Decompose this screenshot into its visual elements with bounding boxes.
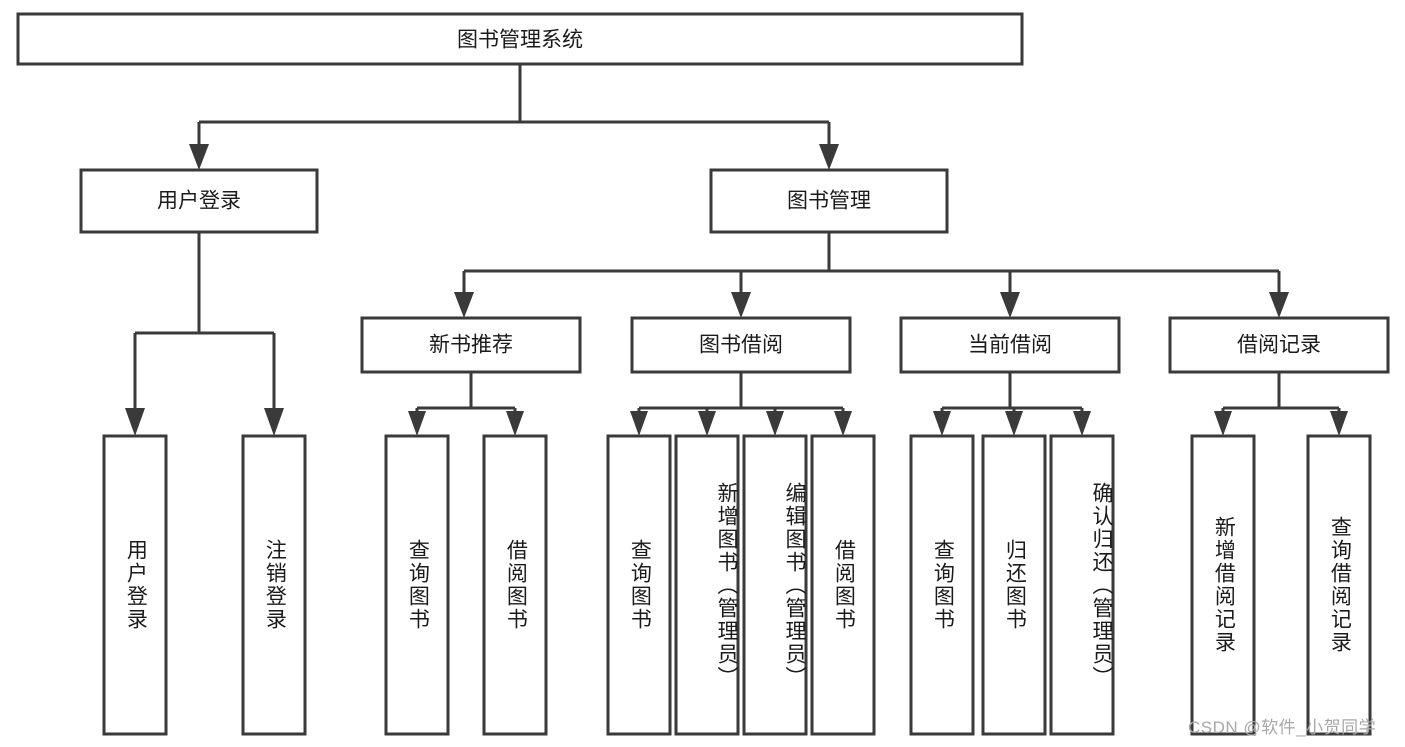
arrow-cb-leaf-1 xyxy=(933,411,951,436)
node-current-borrow-box[interactable] xyxy=(899,316,1121,374)
edge-group-new-book-recommend xyxy=(408,372,524,436)
node-book-management-box[interactable] xyxy=(709,168,949,234)
leaf-boxes xyxy=(102,434,1372,736)
leaf-box-query-book-recommend[interactable] xyxy=(384,434,450,736)
leaf-box-add-borrow-record[interactable] xyxy=(1190,434,1256,736)
edge-group-book-borrow xyxy=(630,372,852,436)
leaf-box-borrow-book-recommend[interactable] xyxy=(482,434,548,736)
arrow-cb-leaf-2 xyxy=(1005,411,1023,436)
leaf-box-add-book-admin[interactable] xyxy=(674,434,740,736)
node-current-borrow-label: 当前借阅 xyxy=(968,334,1052,357)
node-borrow-record-label: 借阅记录 xyxy=(1237,334,1321,357)
arrow-nbr-leaf-2 xyxy=(506,411,524,436)
arrow-bb-leaf-1 xyxy=(630,411,648,436)
leaf-box-confirm-return-admin[interactable] xyxy=(1049,434,1115,736)
leaf-box-logout[interactable] xyxy=(241,434,307,736)
node-user-login[interactable]: 用户登录 xyxy=(79,168,319,234)
leaf-box-user-login[interactable] xyxy=(102,434,168,736)
node-new-book-recommend-label: 新书推荐 xyxy=(429,334,513,357)
node-root[interactable]: 图书管理系统 xyxy=(16,12,1024,66)
edge-group-user-login xyxy=(125,232,284,436)
node-book-management-label: 图书管理 xyxy=(787,190,871,213)
node-user-login-label: 用户登录 xyxy=(157,190,241,213)
node-current-borrow[interactable]: 当前借阅 xyxy=(899,316,1121,374)
edge-group-current-borrow xyxy=(933,372,1091,436)
node-borrow-record[interactable]: 借阅记录 xyxy=(1168,316,1390,374)
node-book-borrow[interactable]: 图书借阅 xyxy=(630,316,852,374)
node-borrow-record-box[interactable] xyxy=(1168,316,1390,374)
arrow-bb-leaf-2 xyxy=(698,411,716,436)
leaf-box-edit-book-admin[interactable] xyxy=(742,434,808,736)
edge-group-book-management xyxy=(454,232,1289,318)
node-new-book-recommend[interactable]: 新书推荐 xyxy=(360,316,582,374)
arrow-bm-to-book-borrow xyxy=(731,292,751,318)
arrow-cb-leaf-3 xyxy=(1073,411,1091,436)
arrow-bm-to-borrow-record xyxy=(1269,292,1289,318)
node-book-management[interactable]: 图书管理 xyxy=(709,168,949,234)
arrow-bb-leaf-4 xyxy=(834,411,852,436)
arrow-br-leaf-2 xyxy=(1330,411,1348,436)
node-new-book-recommend-box[interactable] xyxy=(360,316,582,374)
leaf-box-return-book[interactable] xyxy=(981,434,1047,736)
csdn-watermark: CSDN @软件_小贺同学 xyxy=(1188,718,1377,737)
node-user-login-box[interactable] xyxy=(79,168,319,234)
arrow-user-login-leaf-2 xyxy=(264,408,284,436)
node-book-borrow-label: 图书借阅 xyxy=(699,334,783,357)
arrow-bb-leaf-3 xyxy=(766,411,784,436)
node-root-box[interactable] xyxy=(16,12,1024,66)
node-book-borrow-box[interactable] xyxy=(630,316,852,374)
node-root-label: 图书管理系统 xyxy=(457,29,583,52)
arrow-user-login-leaf-1 xyxy=(125,408,145,436)
arrow-br-leaf-1 xyxy=(1214,411,1232,436)
edge-group-borrow-record xyxy=(1214,372,1348,436)
leaf-box-query-borrow-record[interactable] xyxy=(1306,434,1372,736)
arrow-root-to-user-login xyxy=(189,144,209,170)
leaf-box-query-book-current[interactable] xyxy=(909,434,975,736)
edge-group-root xyxy=(189,64,839,170)
arrow-bm-to-new-book xyxy=(454,292,474,318)
arrow-root-to-book-management xyxy=(819,144,839,170)
leaf-box-borrow-book[interactable] xyxy=(810,434,876,736)
arrow-bm-to-current-borrow xyxy=(1000,292,1020,318)
leaf-box-query-book-borrow[interactable] xyxy=(606,434,672,736)
arrow-nbr-leaf-1 xyxy=(408,411,426,436)
